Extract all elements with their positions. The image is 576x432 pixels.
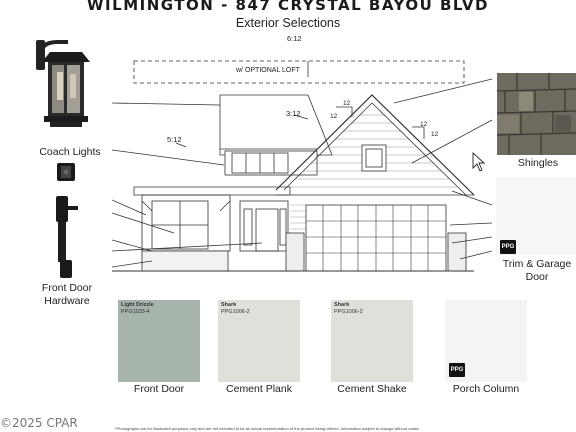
swatch-label-porch-column: Porch Column bbox=[452, 383, 520, 395]
swatch-name: Shark bbox=[334, 302, 350, 308]
roof-pitch-5-12: 5:12 bbox=[167, 135, 182, 144]
page-subtitle: Exterior Selections bbox=[235, 16, 341, 30]
coach-light-image bbox=[36, 40, 90, 127]
ppg-logo-icon: PPG bbox=[449, 363, 465, 377]
swatch-cement-shake: Shark PPG1006-2 bbox=[331, 300, 413, 382]
shingles-label: Shingles bbox=[517, 157, 559, 169]
coach-lights-label: Coach Lights bbox=[39, 146, 101, 158]
roof-pitch-3-12: 3:12 bbox=[286, 109, 301, 118]
swatch-color bbox=[118, 300, 200, 382]
shingles-image bbox=[497, 73, 576, 155]
pitch-label-12: 12 bbox=[431, 131, 439, 138]
pitch-label-12: 12 bbox=[420, 121, 428, 128]
page-title: WILMINGTON - 847 CRYSTAL BAYOU BLVD bbox=[87, 0, 489, 14]
roof-pitch-main: 6:12 bbox=[287, 34, 302, 43]
copyright-watermark: ©2025 CPAR bbox=[0, 416, 78, 430]
mouse-cursor-icon bbox=[472, 152, 486, 172]
front-door-hardware-label: Front Door Hardware bbox=[41, 282, 93, 307]
swatch-name: Light Drizzle bbox=[121, 302, 154, 308]
swatch-label-front-door: Front Door bbox=[133, 383, 185, 395]
swatch-label-cement-shake: Cement Shake bbox=[337, 383, 407, 395]
pitch-label-12: 12 bbox=[343, 100, 351, 107]
swatch-code: PPG1006-2 bbox=[334, 309, 363, 315]
coach-light-icon bbox=[57, 163, 75, 181]
swatch-code: PPG1006-2 bbox=[221, 309, 250, 315]
swatch-color bbox=[218, 300, 300, 382]
swatch-code: PPG1033-4 bbox=[121, 309, 150, 315]
house-elevation-drawing bbox=[112, 60, 493, 272]
swatch-cement-plank: Shark PPG1006-2 bbox=[218, 300, 300, 382]
swatch-color bbox=[331, 300, 413, 382]
swatch-label-cement-plank: Cement Plank bbox=[226, 383, 292, 395]
trim-garage-label: Trim & Garage Door bbox=[502, 258, 572, 283]
swatch-name: Shark bbox=[221, 302, 237, 308]
door-hardware-image bbox=[56, 196, 78, 278]
pitch-label-12: 12 bbox=[330, 113, 338, 120]
disclaimer-text: *Photographs are for illustrative purpos… bbox=[115, 426, 421, 431]
loft-label: w/ OPTIONAL LOFT bbox=[236, 67, 300, 74]
ppg-logo-icon: PPG bbox=[500, 240, 516, 254]
swatch-front-door: Light Drizzle PPG1033-4 bbox=[118, 300, 200, 382]
